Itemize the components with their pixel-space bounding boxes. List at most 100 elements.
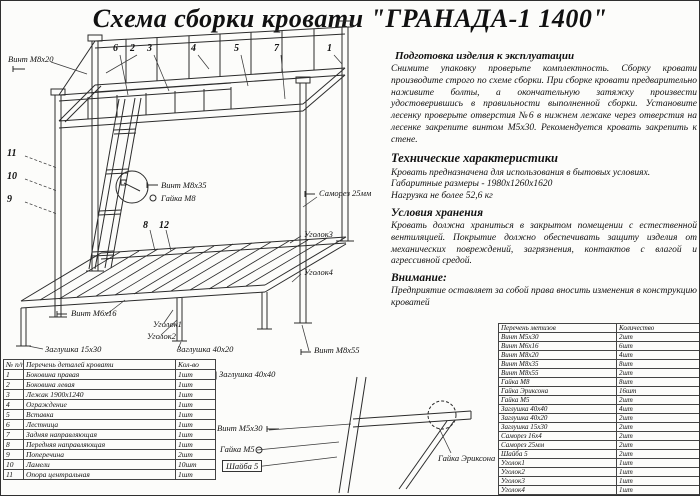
label-vint-m8x55: Винт М8х55: [314, 345, 360, 355]
table-cell: Опора центральная: [23, 469, 176, 480]
table-cell: 8шт: [616, 359, 699, 369]
table-cell: 1шт: [175, 409, 216, 420]
table-cell: 9: [3, 449, 24, 460]
table-cell: 2шт: [616, 422, 699, 432]
table-cell: Ограждение: [23, 399, 176, 410]
label-ugolok4: Уголок4: [304, 267, 333, 277]
callout-8: 8: [143, 220, 148, 231]
detail-circle: [115, 170, 149, 204]
lower-bed-frame: [20, 236, 347, 309]
table-cell: 1шт: [616, 485, 699, 495]
table-cell: Уголок4: [498, 485, 617, 495]
table-cell: 11: [3, 469, 24, 480]
label-samorez-25: Саморез 25мм: [319, 188, 372, 198]
table-cell: 8шт: [616, 377, 699, 387]
tech-line: Габаритные размеры - 1980х1260х1620: [391, 179, 553, 190]
callout-10: 10: [7, 171, 17, 182]
label-vint-m6x16: Винт М6х16: [71, 308, 117, 318]
callout-12: 12: [159, 220, 169, 231]
prep-heading: Подготовка изделия к эксплуатации: [395, 50, 575, 62]
callout-3: 3: [147, 43, 152, 54]
label-zaglushka-40x40: Заглушка 40х40: [219, 369, 276, 379]
label-gaika-m5: Гайка М5: [220, 444, 255, 454]
tech-line: Нагрузка не более 52,6 кг: [391, 191, 493, 202]
table-header-cell: Количество: [616, 323, 699, 333]
table-cell: Заглушка 40х40: [498, 404, 617, 414]
table-header-cell: № п/п: [3, 359, 24, 370]
table-cell: Лестница: [23, 419, 176, 430]
label-ugolok3: Уголок3: [304, 229, 333, 239]
table-cell: Шайба 5: [498, 449, 617, 459]
instructions-column: Подготовка изделия к эксплуатации Снимит…: [391, 50, 697, 310]
table-cell: 2шт: [616, 449, 699, 459]
table-cell: 2шт: [616, 395, 699, 405]
page-title: Схема сборки кровати "ГРАНАДА-1 1400": [92, 4, 608, 33]
table-cell: Поперечина: [23, 449, 176, 460]
table-cell: 1шт: [175, 379, 216, 390]
table-cell: Боковина левая: [23, 379, 176, 390]
table-cell: Лежак 1900х1240: [23, 389, 176, 400]
table-cell: 1шт: [175, 439, 216, 450]
front-guard-rail: [58, 82, 232, 119]
label-shaiba-5: Шайба 5: [222, 460, 263, 472]
label-zaglushka-15x30: Заглушка 15х30: [45, 344, 102, 354]
table-cell: Заглушка 15х30: [498, 422, 617, 432]
table-cell: 6: [3, 419, 24, 430]
table-cell: Саморез 16х4: [498, 431, 617, 441]
label-vint-m8x20: Винт М8х20: [8, 54, 54, 64]
table-cell: Саморез 25мм: [498, 440, 617, 450]
table-cell: Задняя направляющая: [23, 429, 176, 440]
label-ugolok2: Уголок2: [147, 331, 176, 341]
table-cell: 2шт: [175, 449, 216, 460]
label-gaika-eriksona: Гайка Эриксона: [438, 453, 496, 463]
table-cell: Винт М8х55: [498, 368, 617, 378]
table-cell: 8: [3, 439, 24, 450]
table-cell: Уголок2: [498, 467, 617, 477]
storage-heading: Условия хранения: [391, 206, 483, 219]
callout-5: 5: [234, 43, 239, 54]
table-cell: 2шт: [616, 368, 699, 378]
table-cell: 1: [3, 369, 24, 380]
table-cell: Винт М8х20: [498, 350, 617, 360]
label-vint-m8x35: Винт М8х35: [161, 180, 207, 190]
table-cell: 1шт: [175, 369, 216, 380]
attention-heading: Внимание:: [391, 272, 447, 285]
table-cell: 3: [3, 389, 24, 400]
table-cell: Боковина правая: [23, 369, 176, 380]
table-cell: 4: [3, 399, 24, 410]
table-cell: 1шт: [616, 458, 699, 468]
table-cell: Ламели: [23, 459, 176, 470]
bed-posts: [49, 20, 354, 324]
table-cell: 1шт: [175, 389, 216, 400]
callout-1: 1: [327, 43, 332, 54]
table-cell: 6шт: [616, 341, 699, 351]
table-cell: 2шт: [616, 332, 699, 342]
tech-heading: Технические характеристики: [391, 150, 558, 165]
callout-11: 11: [7, 148, 17, 159]
table-cell: Гайка М8: [498, 377, 617, 387]
table-cell: 1шт: [616, 476, 699, 486]
label-gaika-m8: Гайка М8: [161, 193, 196, 203]
